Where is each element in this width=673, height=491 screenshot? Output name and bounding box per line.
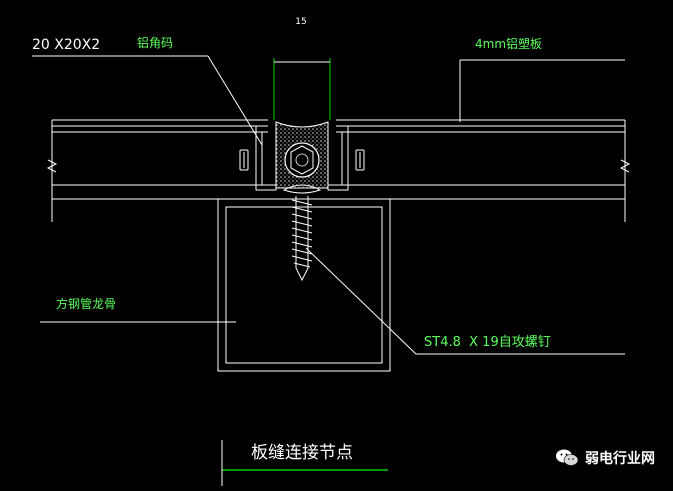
watermark-text: 弱电行业网 xyxy=(585,451,655,467)
angle-label-size: 20 X20X2 xyxy=(32,37,100,53)
screw-leader-line xyxy=(305,247,625,355)
drawing-title: 板缝连接节点 xyxy=(251,443,353,463)
screw-label: ST4.8 X 19自攻螺钉 xyxy=(424,335,551,350)
panel-leader-line xyxy=(459,59,625,122)
angle-bracket-left xyxy=(239,125,277,191)
tube-label: 方钢管龙骨 xyxy=(56,296,116,311)
self-tapping-screw xyxy=(291,196,313,282)
angle-leader-line xyxy=(32,55,263,146)
left-aluminum-panel xyxy=(46,119,268,222)
panel-label: 4mm铝塑板 xyxy=(475,36,542,51)
angle-bracket-right xyxy=(327,125,365,191)
dimension-mark xyxy=(273,58,331,120)
watermark: 弱电行业网 xyxy=(555,448,655,468)
dimension-label: 15 xyxy=(295,17,306,27)
wechat-logo-icon xyxy=(556,449,579,466)
square-steel-tube xyxy=(217,198,391,372)
angle-label-name: 铝角码 xyxy=(137,35,173,50)
screw-head xyxy=(282,184,322,194)
sealant-joint xyxy=(275,121,329,189)
